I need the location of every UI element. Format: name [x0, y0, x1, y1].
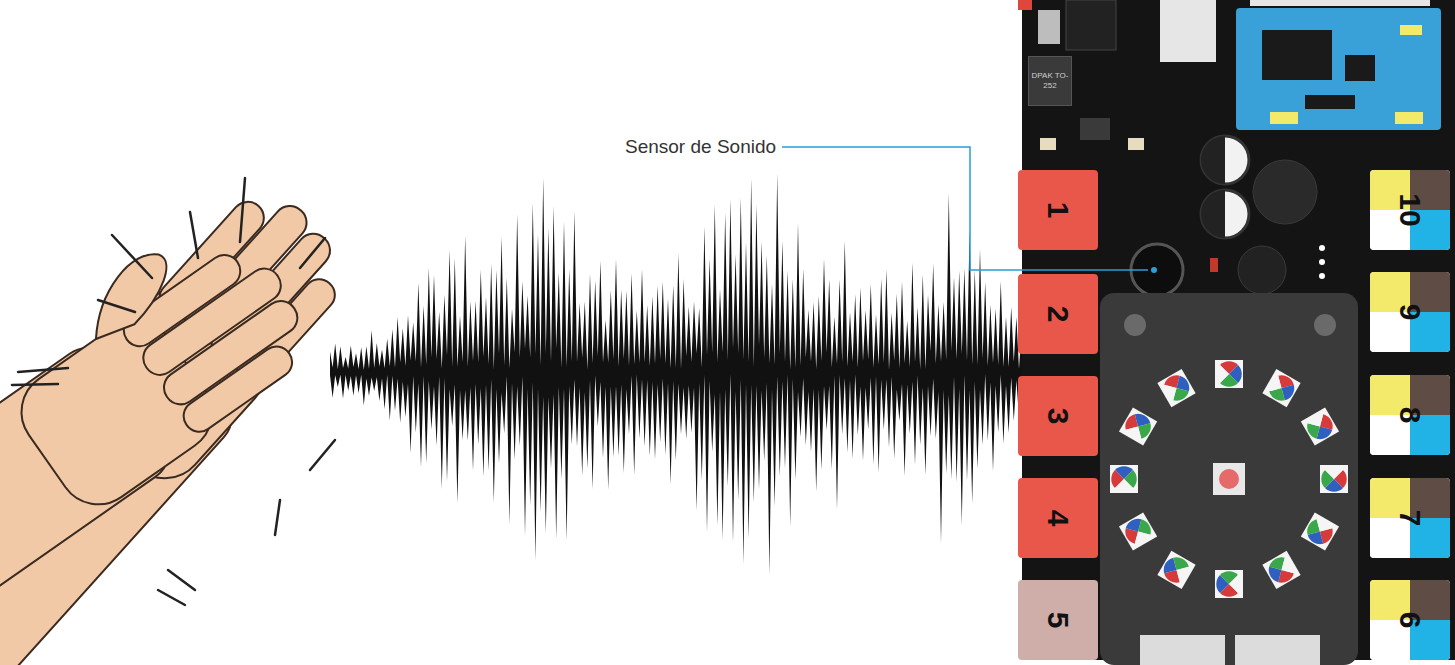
port-block: 6 — [1370, 580, 1450, 660]
port-block: 8 — [1370, 375, 1450, 455]
port-block: 4 — [1018, 478, 1098, 558]
port-block: 10 — [1370, 170, 1450, 250]
port-number: 9 — [1395, 304, 1425, 321]
port-block: 5 — [1018, 580, 1098, 660]
port-block: 3 — [1018, 376, 1098, 456]
port-block: 9 — [1370, 272, 1450, 352]
leader-line — [782, 147, 1148, 270]
motion-lines — [12, 178, 335, 605]
port-block: 1 — [1018, 170, 1098, 250]
port-number: 6 — [1395, 612, 1425, 629]
chip-package: DPAK TO-252 — [1028, 56, 1072, 106]
port-block: 2 — [1018, 274, 1098, 354]
port-number: 1 — [1043, 202, 1073, 219]
port-number: 7 — [1395, 510, 1425, 527]
port-number: 8 — [1395, 407, 1425, 424]
port-number: 5 — [1043, 612, 1073, 629]
port-block: 7 — [1370, 478, 1450, 558]
leader-dot — [1151, 267, 1157, 273]
port-number: 2 — [1043, 306, 1073, 323]
clapping-hands — [0, 173, 371, 665]
chip-marking: DPAK TO-252 — [1029, 69, 1071, 94]
port-number: 10 — [1395, 193, 1425, 226]
port-number: 4 — [1043, 510, 1073, 527]
controller-board — [1018, 0, 1455, 665]
port-number: 3 — [1043, 408, 1073, 425]
sound-wave — [330, 173, 1029, 574]
part-label: Sensor de Sonido — [625, 136, 776, 158]
